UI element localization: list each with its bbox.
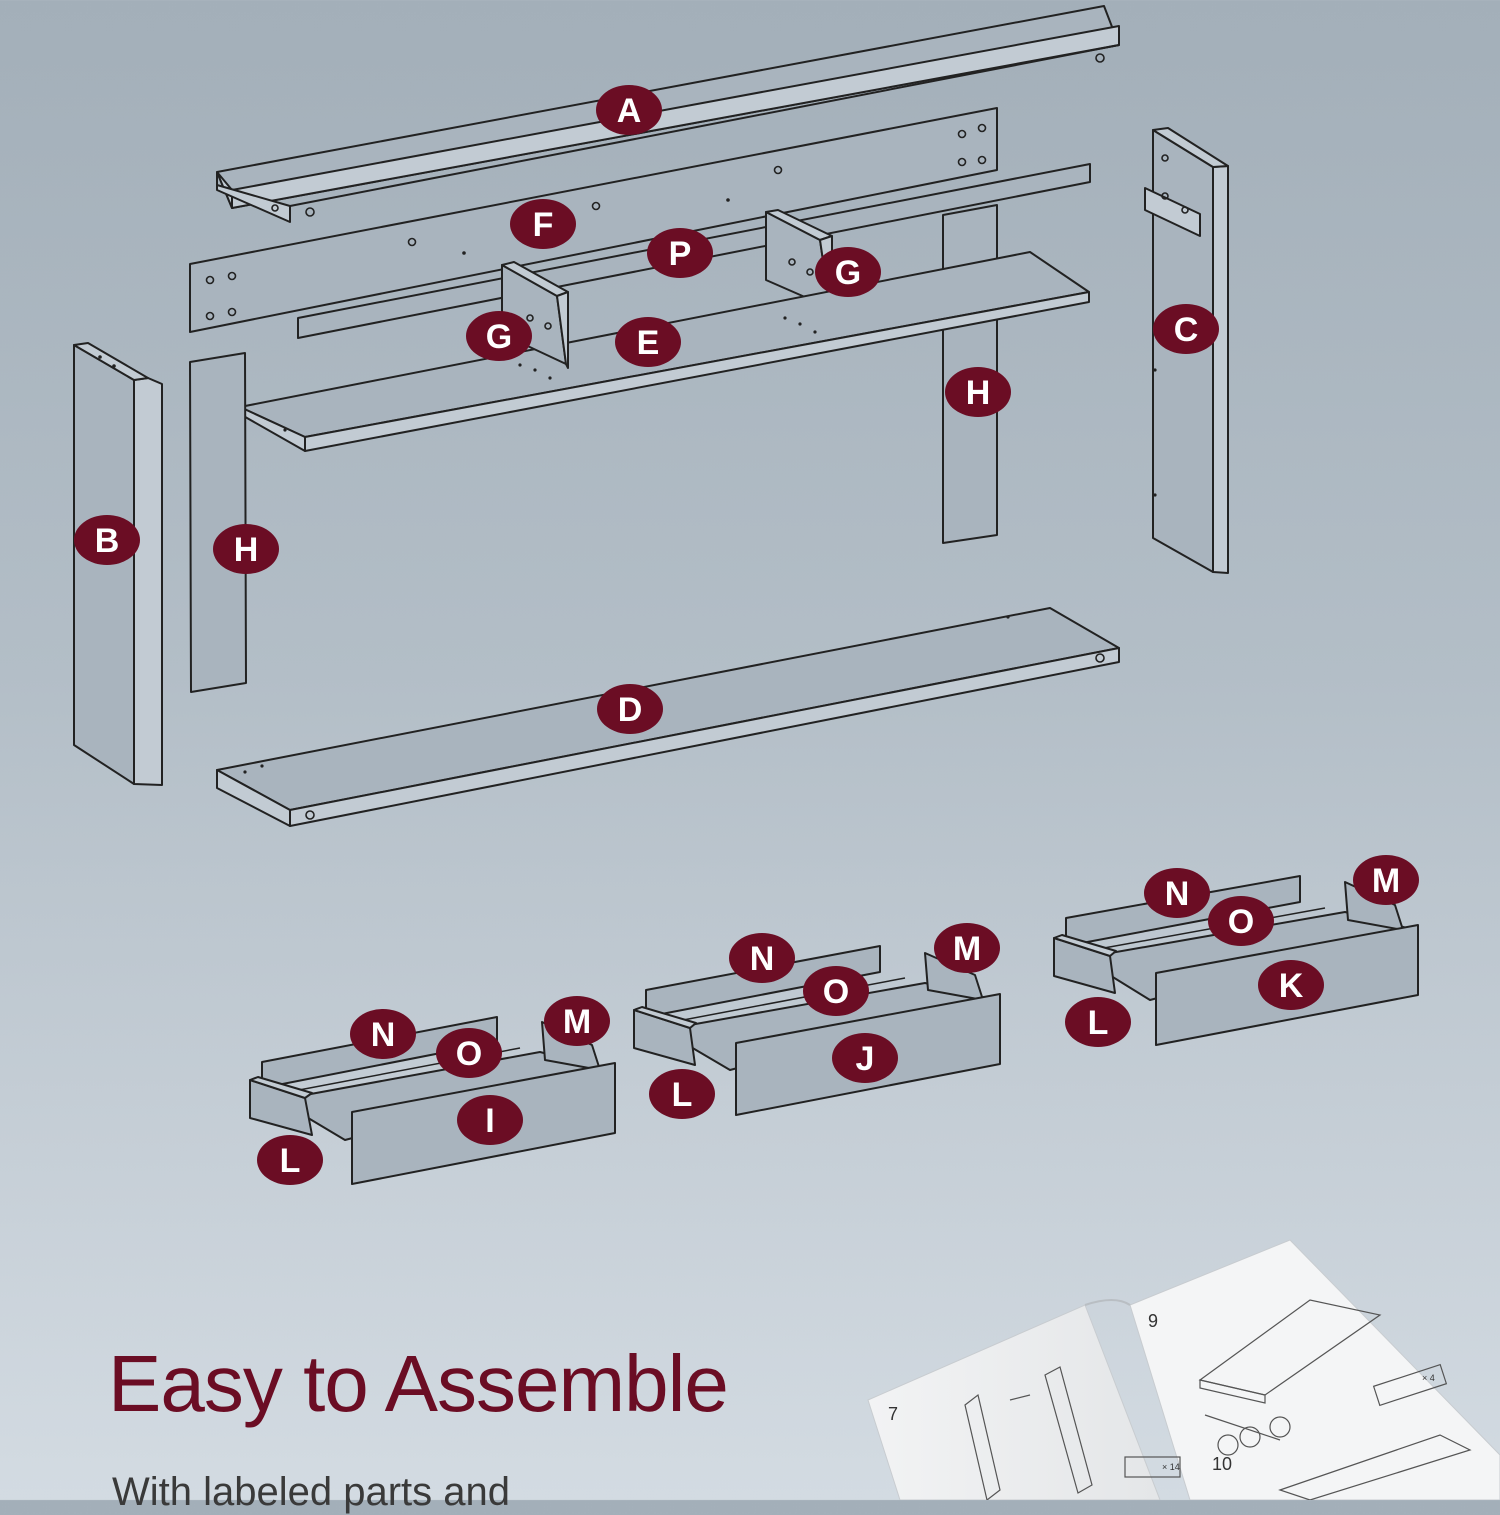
svg-text:N: N	[371, 1016, 396, 1054]
top-panel-a	[216, 5, 1120, 223]
label-badge-p: P	[647, 228, 713, 278]
manual-count-b: × 4	[1422, 1373, 1435, 1383]
label-badge-e: E	[615, 317, 681, 367]
label-badge-g-right: G	[815, 247, 881, 297]
svg-text:N: N	[750, 940, 775, 978]
manual-left-page-number: 7	[888, 1404, 898, 1424]
headline: Easy to Assemble	[108, 1339, 729, 1428]
svg-text:M: M	[953, 930, 981, 968]
svg-text:J: J	[856, 1040, 875, 1078]
svg-text:F: F	[533, 206, 554, 244]
label-badge-drawer1-o: O	[436, 1028, 502, 1078]
label-badge-drawer3-n: N	[1144, 868, 1210, 918]
label-badge-f: F	[510, 199, 576, 249]
bottom-shelf-d	[216, 607, 1120, 827]
label-badge-drawer3-o: O	[1208, 896, 1274, 946]
svg-text:L: L	[1088, 1004, 1109, 1042]
svg-text:O: O	[823, 973, 849, 1011]
svg-text:P: P	[669, 235, 692, 273]
label-badge-b: B	[74, 515, 140, 565]
label-badge-d: D	[597, 684, 663, 734]
label-badge-h-right: H	[945, 367, 1011, 417]
manual-sketch-right	[1198, 1299, 1472, 1500]
manual-sketch-left	[964, 1366, 1181, 1500]
svg-text:G: G	[835, 254, 861, 292]
manual-step-number: 10	[1212, 1454, 1232, 1474]
manual-count-a: × 14	[1162, 1462, 1180, 1472]
label-badge-drawer3-m: M	[1353, 855, 1419, 905]
back-rail-f	[189, 107, 998, 333]
label-badge-drawer2-o: O	[803, 966, 869, 1016]
svg-text:K: K	[1279, 967, 1304, 1005]
label-badge-h-left: H	[213, 524, 279, 574]
label-badge-drawer1-i: I	[457, 1095, 523, 1145]
label-badge-drawer2-l: L	[649, 1069, 715, 1119]
svg-text:H: H	[966, 374, 991, 412]
label-badge-drawer1-m: M	[544, 996, 610, 1046]
svg-text:M: M	[563, 1003, 591, 1041]
label-badge-drawer2-n: N	[729, 933, 795, 983]
left-side-panel-b	[73, 342, 163, 786]
subheadline: With labeled parts and	[112, 1470, 511, 1514]
svg-text:G: G	[486, 318, 512, 356]
label-badge-drawer3-k: K	[1258, 960, 1324, 1010]
left-inner-leg-h	[189, 352, 247, 693]
svg-text:N: N	[1165, 875, 1190, 913]
instruction-manual-image: 7 9 10 × 14 × 4	[867, 1239, 1500, 1500]
manual-right-page	[1129, 1239, 1500, 1500]
label-badge-drawer1-n: N	[350, 1009, 416, 1059]
svg-text:L: L	[280, 1142, 301, 1180]
svg-text:I: I	[485, 1102, 494, 1140]
label-badge-drawer2-j: J	[832, 1033, 898, 1083]
label-badge-drawer3-l: L	[1065, 997, 1131, 1047]
svg-text:C: C	[1174, 311, 1199, 349]
svg-text:H: H	[234, 531, 259, 569]
label-badge-g-left: G	[466, 311, 532, 361]
label-badge-drawer2-m: M	[934, 923, 1000, 973]
svg-text:A: A	[617, 92, 642, 130]
manual-left-page	[867, 1304, 1161, 1500]
svg-text:B: B	[95, 522, 120, 560]
svg-text:M: M	[1372, 862, 1400, 900]
label-badge-c: C	[1153, 304, 1219, 354]
svg-text:E: E	[637, 324, 660, 362]
svg-text:O: O	[1228, 903, 1254, 941]
label-badge-drawer1-l: L	[257, 1135, 323, 1185]
svg-text:L: L	[672, 1076, 693, 1114]
svg-text:O: O	[456, 1035, 482, 1073]
manual-right-page-number: 9	[1148, 1311, 1158, 1331]
svg-text:D: D	[618, 691, 643, 729]
label-badge-a: A	[596, 85, 662, 135]
